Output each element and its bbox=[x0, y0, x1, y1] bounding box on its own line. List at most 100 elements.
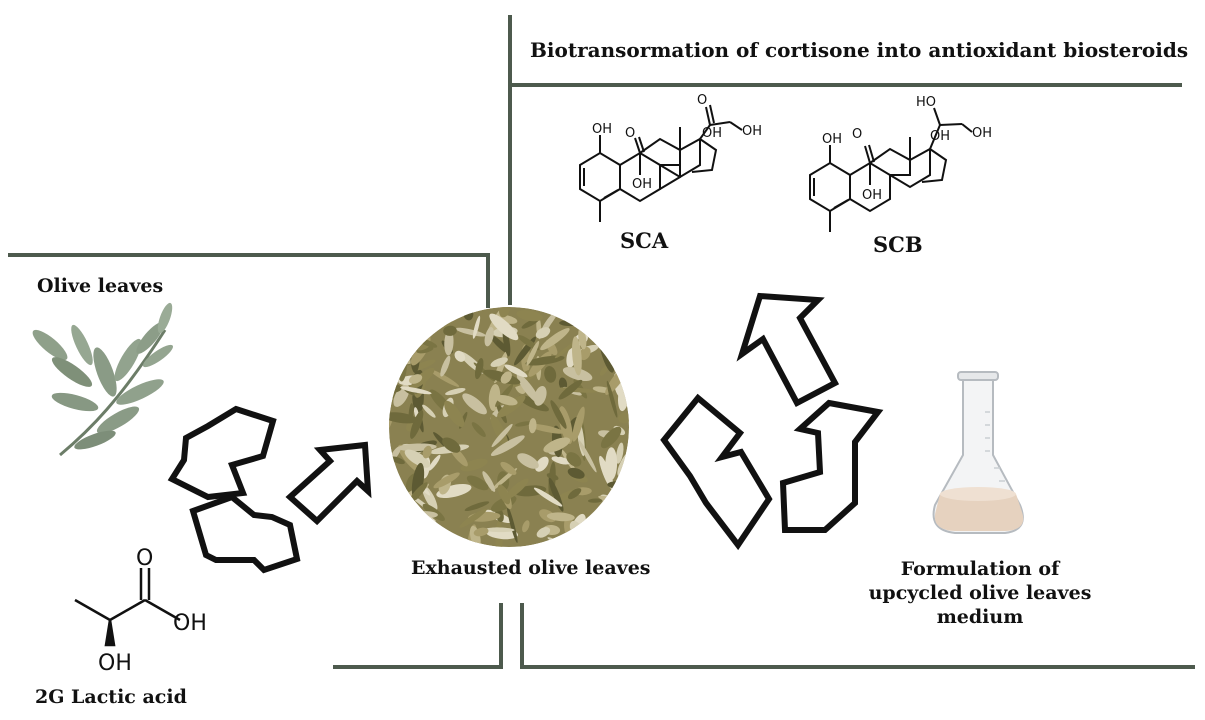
leaf-fragment bbox=[516, 309, 543, 322]
svg-text:OH: OH bbox=[862, 188, 882, 203]
leaf-fragment bbox=[482, 471, 496, 492]
leaf-fragment bbox=[496, 394, 518, 406]
frame-lines bbox=[8, 15, 1195, 669]
formulation-line-1: Formulation of bbox=[900, 558, 1060, 580]
exhausted-leaves-image bbox=[389, 307, 629, 547]
leaf bbox=[51, 357, 93, 387]
leaf-fragment bbox=[398, 506, 418, 530]
leaf-fragment bbox=[500, 371, 512, 384]
leaf-fragment bbox=[618, 412, 629, 424]
recycle-arrows-left bbox=[167, 405, 372, 574]
stereo-wedge bbox=[104, 619, 116, 647]
leaf-fragment bbox=[389, 344, 404, 357]
leaf-fragment bbox=[389, 412, 418, 424]
leaf-fragment bbox=[409, 374, 423, 384]
leaf-fragment bbox=[550, 400, 567, 429]
leaf-fragment bbox=[454, 350, 466, 362]
leaf-fragment bbox=[445, 388, 466, 396]
leaf-fragment bbox=[506, 505, 518, 544]
leaf-fragment bbox=[389, 307, 407, 334]
leaf-fragment bbox=[389, 348, 402, 368]
leaf bbox=[32, 329, 68, 361]
flask-rim bbox=[957, 371, 999, 381]
leaf-fragment bbox=[559, 319, 583, 327]
leaf-fragment bbox=[607, 340, 629, 349]
right-arrow-icon bbox=[285, 441, 372, 526]
leaf-fragment bbox=[399, 329, 416, 338]
leaf-fragment bbox=[389, 310, 416, 335]
leaf-fragment bbox=[535, 456, 549, 472]
leaf-fragment bbox=[495, 520, 503, 547]
svg-text:O: O bbox=[625, 126, 635, 141]
leaf-fragment bbox=[410, 367, 435, 389]
leaf-fragment bbox=[397, 317, 432, 327]
leaf-fragment bbox=[400, 386, 432, 395]
atom-OH: OH bbox=[98, 651, 132, 676]
leaf-fragment bbox=[526, 340, 540, 366]
leaf-fragment bbox=[466, 475, 489, 491]
lactic-acid-structure bbox=[74, 568, 181, 647]
leaf-fragment bbox=[567, 467, 585, 479]
leaf-fragment bbox=[389, 531, 401, 547]
leaf-fragment bbox=[403, 308, 419, 342]
leaf-fragment bbox=[490, 435, 525, 457]
leaf-fragment bbox=[484, 327, 494, 347]
leaf-fragment bbox=[407, 307, 422, 318]
leaf bbox=[114, 338, 142, 382]
leaf-fragment bbox=[500, 461, 517, 475]
svg-text:O: O bbox=[697, 93, 707, 108]
scb-structure bbox=[809, 107, 973, 232]
leaf-fragment bbox=[607, 307, 627, 314]
leaf bbox=[51, 392, 99, 412]
leaf-fragment bbox=[616, 442, 624, 464]
leaf-fragment bbox=[505, 478, 529, 500]
leaf-fragment bbox=[572, 336, 582, 376]
leaf-fragment bbox=[615, 506, 628, 518]
leaf-fragment bbox=[389, 477, 399, 500]
leaf bbox=[71, 324, 93, 366]
leaf-fragment bbox=[403, 516, 433, 529]
sca-atom-labels: OH O OH O OH OH bbox=[592, 93, 762, 192]
leaf-fragment bbox=[459, 508, 487, 528]
leaf-fragment bbox=[591, 526, 612, 543]
leaf-fragment bbox=[473, 527, 489, 537]
leaf-fragment bbox=[444, 330, 454, 356]
leaf-fragment bbox=[405, 511, 422, 546]
leaf-fragment bbox=[599, 365, 609, 376]
leaf-fragment bbox=[408, 482, 428, 504]
leaf-fragment bbox=[518, 395, 549, 412]
exhausted-olive-leaves-label: Exhausted olive leaves bbox=[411, 557, 651, 579]
scb-atom-labels: OH O OH HO OH OH bbox=[822, 95, 992, 203]
leaf-fragment bbox=[616, 344, 629, 355]
sca-label: SCA bbox=[620, 228, 669, 253]
svg-text:O: O bbox=[852, 127, 862, 142]
leaf-fragment bbox=[578, 439, 597, 473]
leaf-fragment bbox=[400, 320, 418, 327]
leaf-fragment bbox=[422, 445, 432, 459]
leaf-fragment bbox=[390, 456, 405, 465]
flask-liquid-surface bbox=[940, 487, 1016, 501]
olive-branch-icon bbox=[32, 302, 174, 457]
leaf bbox=[93, 347, 117, 397]
leaf-fragment bbox=[547, 537, 572, 547]
formulation-label: Formulation of upcycled olive leaves med… bbox=[860, 558, 1100, 629]
up-arrow-icon bbox=[736, 292, 840, 408]
leaf-fragment bbox=[535, 327, 551, 339]
leaf-fragment bbox=[528, 418, 537, 434]
leaf bbox=[74, 430, 116, 450]
leaf-fragment bbox=[497, 484, 511, 505]
scb-label: SCB bbox=[873, 232, 923, 257]
leaf-fragment bbox=[429, 369, 460, 387]
leaf-fragment bbox=[603, 530, 616, 544]
frame-left-top bbox=[8, 253, 490, 308]
leaf-fragment bbox=[484, 527, 515, 533]
leaf-fragment bbox=[436, 483, 472, 499]
svg-text:OH: OH bbox=[592, 122, 612, 137]
leaf-fragment bbox=[440, 355, 451, 377]
frame-bottom-left bbox=[333, 603, 503, 669]
leaf-fragment bbox=[410, 410, 424, 439]
leaf-fragment bbox=[422, 404, 436, 418]
leaf bbox=[96, 406, 140, 434]
leaf-fragment bbox=[442, 437, 461, 453]
svg-text:OH: OH bbox=[930, 129, 950, 144]
